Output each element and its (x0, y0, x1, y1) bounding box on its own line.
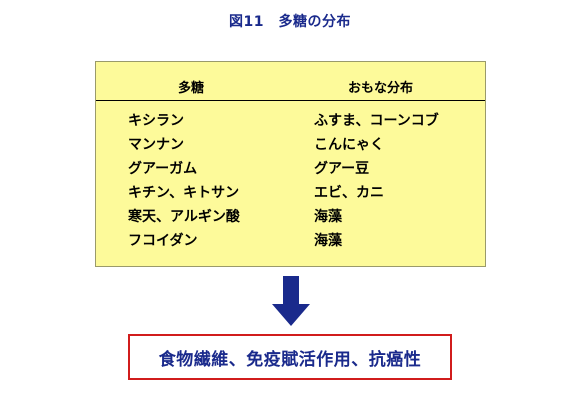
distribution-cell: 海藻 (314, 233, 342, 249)
down-arrow-icon (272, 276, 310, 326)
table-row: キチン、キトサン エビ、カニ (96, 182, 485, 206)
polysaccharide-cell: フコイダン (128, 233, 198, 249)
table-row: グアーガム グアー豆 (96, 158, 485, 182)
arrow-shape (272, 276, 310, 326)
polysaccharide-cell: マンナン (128, 137, 184, 153)
table-row: キシラン ふすま、コーンコブ (96, 110, 485, 134)
polysaccharide-cell: キチン、キトサン (128, 185, 240, 201)
table-rows: キシラン ふすま、コーンコブ マンナン こんにゃく グアーガム グアー豆 キチン… (96, 110, 485, 254)
header-divider (96, 100, 485, 101)
result-text: 食物繊維、免疫賦活作用、抗癌性 (158, 349, 422, 370)
table-row: マンナン こんにゃく (96, 134, 485, 158)
distribution-cell: ふすま、コーンコブ (314, 113, 439, 129)
polysaccharide-cell: キシラン (128, 113, 184, 129)
table-row: フコイダン 海藻 (96, 230, 485, 254)
distribution-cell: こんにゃく (314, 137, 384, 153)
distribution-cell: 海藻 (314, 209, 342, 225)
table-row: 寒天、アルギン酸 海藻 (96, 206, 485, 230)
result-box: 食物繊維、免疫賦活作用、抗癌性 (128, 334, 452, 380)
distribution-cell: エビ、カニ (314, 185, 384, 201)
polysaccharide-table: 多糖 おもな分布 キシラン ふすま、コーンコブ マンナン こんにゃく グアーガム… (95, 61, 486, 267)
header-polysaccharide: 多糖 (178, 81, 205, 96)
table-header: 多糖 おもな分布 (96, 77, 485, 97)
header-distribution: おもな分布 (348, 81, 414, 96)
polysaccharide-cell: 寒天、アルギン酸 (128, 209, 240, 225)
polysaccharide-cell: グアーガム (128, 161, 198, 177)
figure-title: 図11 多糖の分布 (229, 14, 351, 30)
distribution-cell: グアー豆 (314, 161, 370, 177)
